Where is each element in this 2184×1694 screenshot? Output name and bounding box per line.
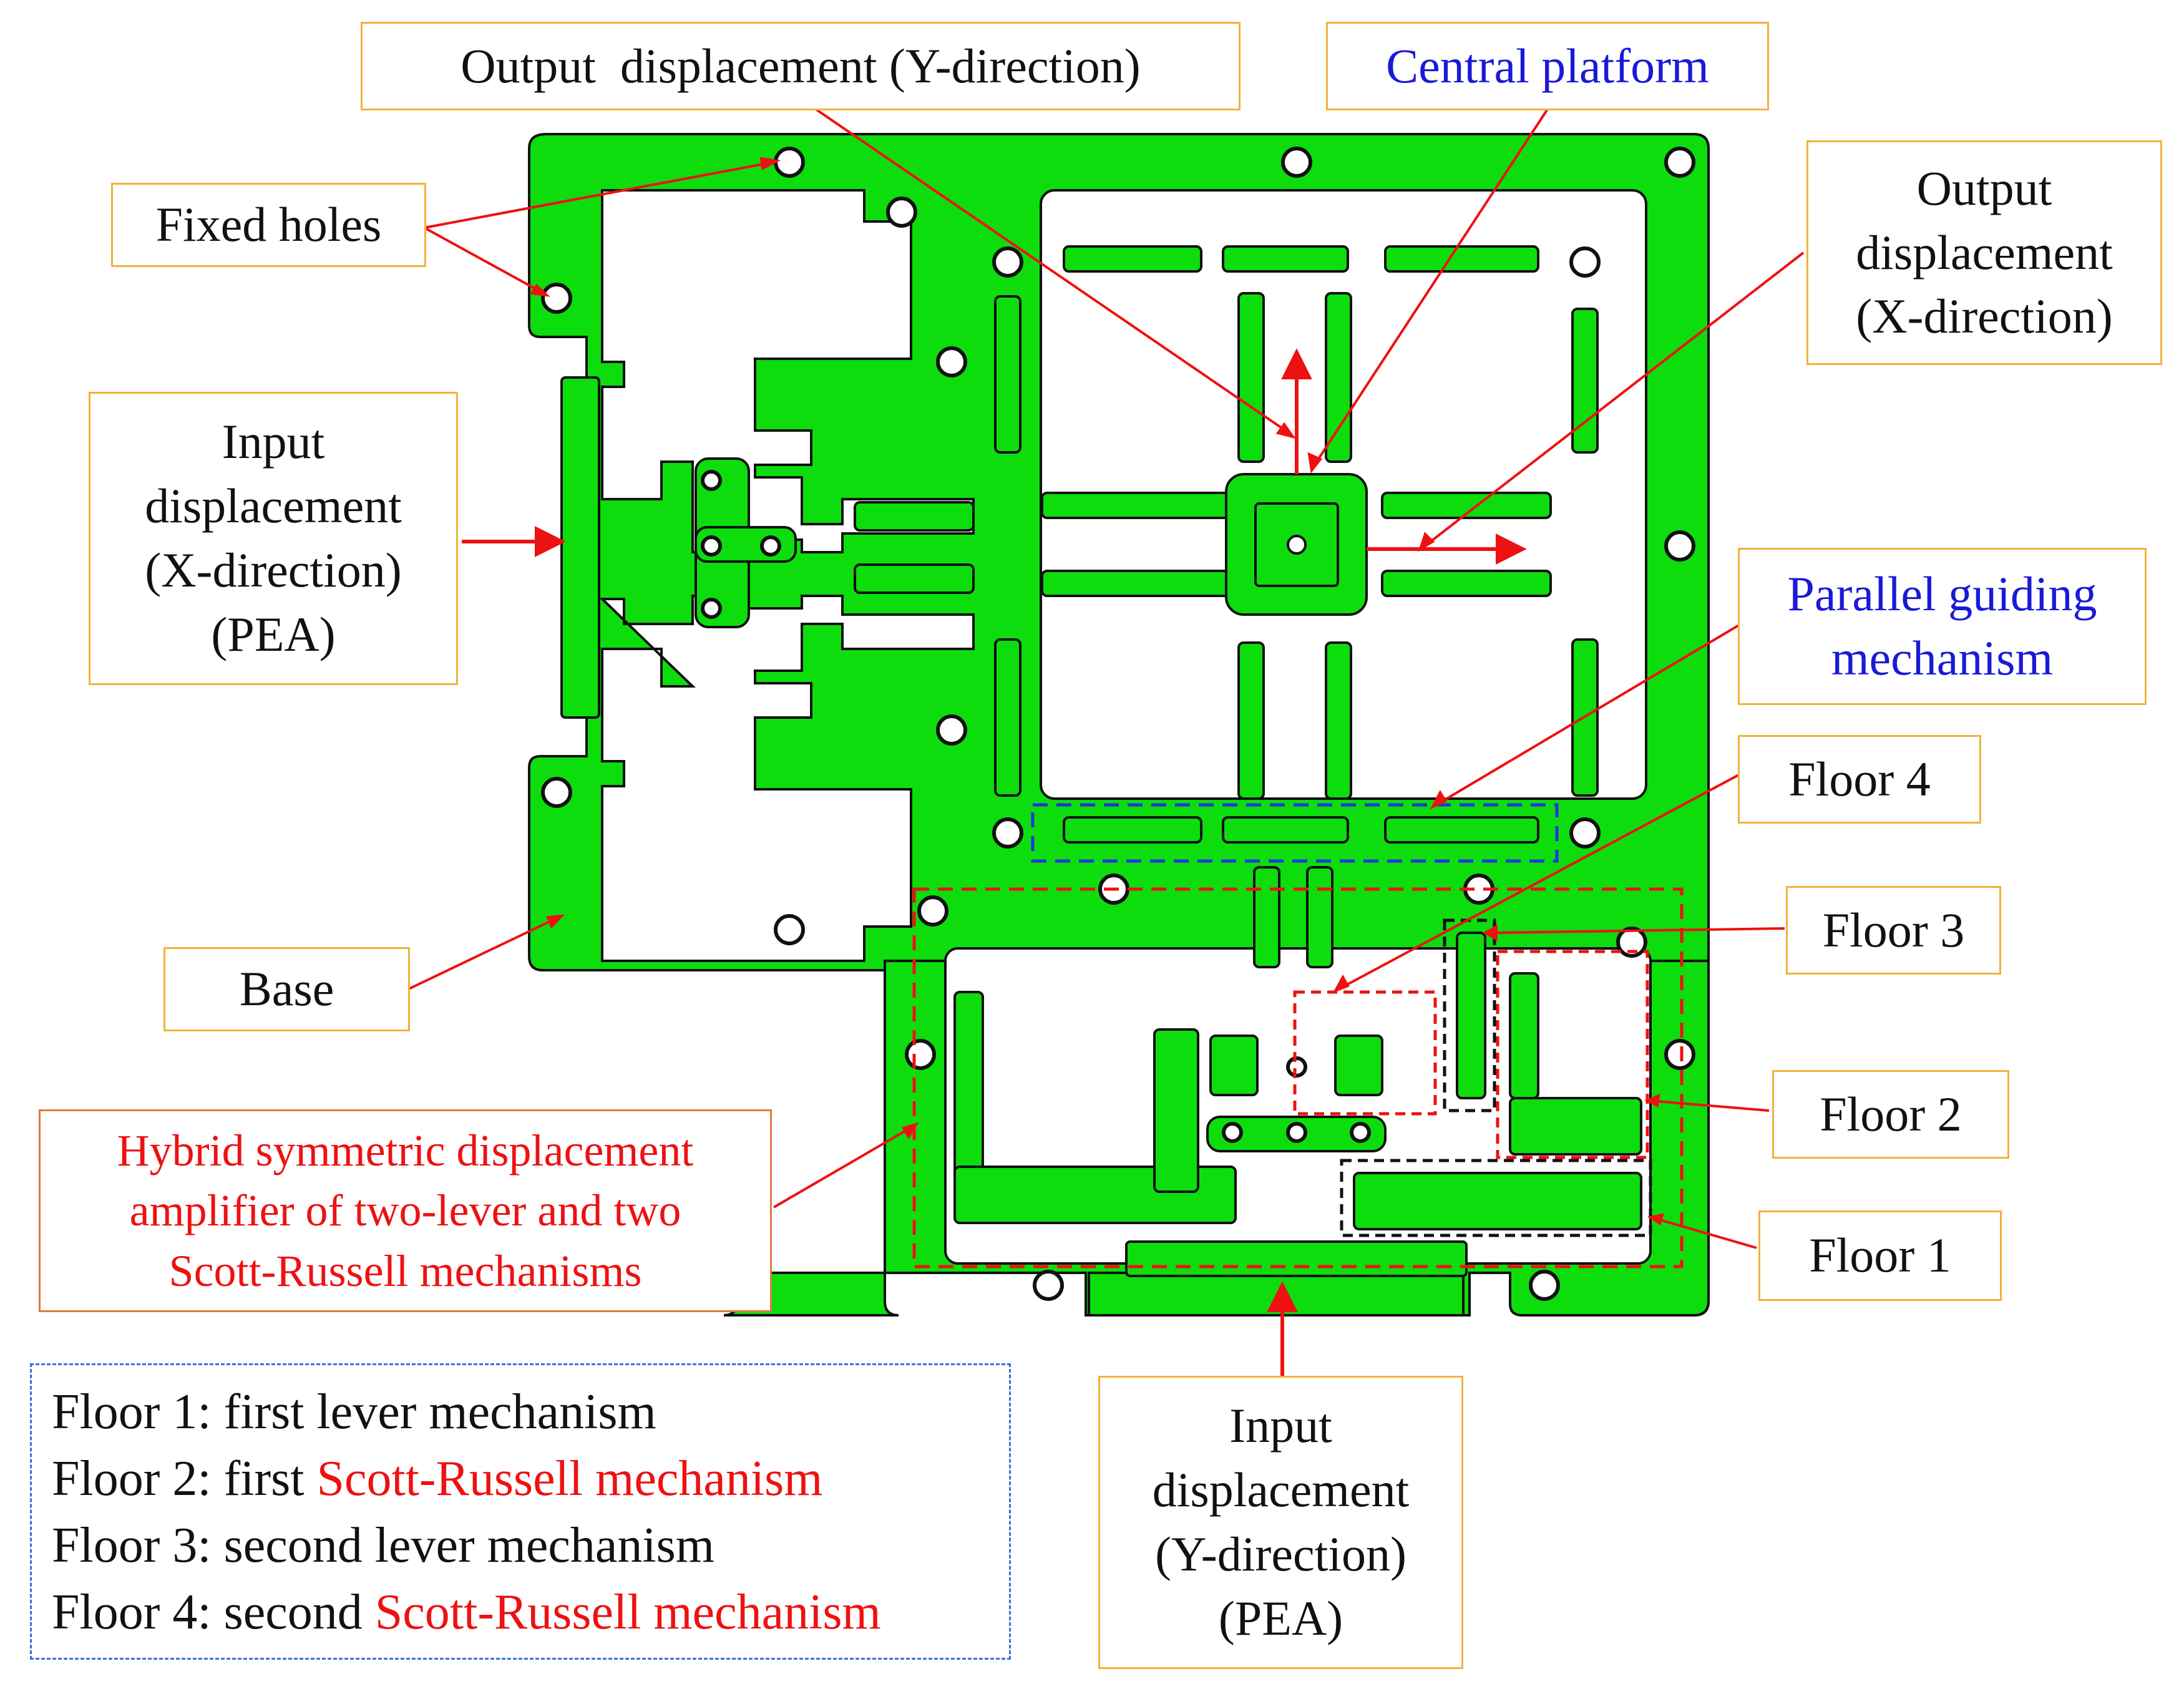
- label-input-y-line3: (Y-direction): [1155, 1527, 1406, 1581]
- label-input-x-line4: (PEA): [211, 606, 336, 661]
- label-parallel-guiding-line2: mechanism: [1831, 631, 2054, 685]
- label-hybrid-line3: Scott-Russell mechanisms: [168, 1245, 642, 1296]
- label-parallel-guiding-line1: Parallel guiding: [1787, 567, 2097, 621]
- label-floor2: Floor 2: [1772, 1070, 2009, 1159]
- label-base: Base: [163, 947, 410, 1031]
- parallel-beams: [854, 245, 1599, 968]
- legend-row-text: Floor 2: first: [52, 1451, 317, 1506]
- label-floor4: Floor 4: [1738, 735, 1981, 824]
- label-parallel-guiding: Parallel guiding mechanism: [1738, 548, 2147, 705]
- label-input-x-line3: (X-direction): [145, 543, 402, 597]
- label-output-y: Output displacement (Y-direction): [361, 22, 1241, 110]
- label-hybrid-line1: Hybrid symmetric displacement: [117, 1125, 694, 1176]
- floor-legend: Floor 1: first lever mechanism Floor 2: …: [30, 1363, 1011, 1660]
- legend-row-highlight: Scott-Russell mechanism: [316, 1451, 823, 1506]
- label-output-x-line3: (X-direction): [1856, 289, 2113, 344]
- legend-row-highlight: Scott-Russell mechanism: [374, 1585, 881, 1640]
- label-input-x-line2: displacement: [145, 479, 402, 533]
- platform-hole: [1287, 535, 1307, 555]
- label-hybrid-amplifier: Hybrid symmetric displacement amplifier …: [39, 1109, 772, 1312]
- legend-row: Floor 3: second lever mechanism: [52, 1512, 1009, 1579]
- label-output-x-line2: displacement: [1856, 225, 2113, 280]
- label-floor2-text: Floor 2: [1820, 1086, 1962, 1141]
- label-floor1: Floor 1: [1758, 1210, 2002, 1301]
- floor1-box: [1340, 1159, 1652, 1237]
- label-output-x-line1: Output: [1916, 160, 2052, 215]
- label-input-x-line1: Input: [222, 414, 325, 469]
- amplifier-box: [912, 887, 1684, 1268]
- floor4-box: [1293, 990, 1437, 1116]
- legend-row: Floor 2: first Scott-Russell mechanism: [52, 1446, 1009, 1512]
- leader-lines: [408, 105, 1805, 1249]
- label-hybrid-line2: amplifier of two-lever and two: [129, 1185, 681, 1236]
- label-central-platform-text: Central platform: [1386, 38, 1709, 93]
- label-input-y-line4: (PEA): [1218, 1590, 1343, 1645]
- label-floor1-text: Floor 1: [1809, 1228, 1951, 1283]
- parallel-guide-box: [1031, 803, 1559, 863]
- legend-row-text: Floor 4: second: [52, 1585, 375, 1640]
- label-floor4-text: Floor 4: [1788, 751, 1931, 806]
- floor2-box: [1496, 950, 1649, 1159]
- label-input-x: Input displacement (X-direction) (PEA): [89, 392, 458, 685]
- label-output-x: Output displacement (X-direction): [1806, 140, 2162, 365]
- label-floor3: Floor 3: [1786, 886, 2001, 975]
- label-input-y-line1: Input: [1229, 1398, 1332, 1453]
- motion-arrows: [462, 348, 1527, 1435]
- amplifier-blocks: [953, 932, 1642, 1277]
- label-central-platform: Central platform: [1326, 22, 1769, 110]
- label-input-y-line2: displacement: [1152, 1463, 1410, 1517]
- label-input-y: Input displacement (Y-direction) (PEA): [1098, 1376, 1463, 1669]
- label-floor3-text: Floor 3: [1822, 902, 1965, 957]
- legend-row-text: Floor 3: second lever mechanism: [52, 1518, 714, 1573]
- legend-row: Floor 4: second Scott-Russell mechanism: [52, 1579, 1009, 1646]
- left-upper-opening: [601, 189, 975, 553]
- platform-inner: [1254, 502, 1339, 587]
- legend-row: Floor 1: first lever mechanism: [52, 1379, 1009, 1446]
- input-x-block: [560, 376, 600, 719]
- label-output-y-text: Output displacement (Y-direction): [461, 38, 1141, 93]
- label-fixed-holes-text: Fixed holes: [155, 197, 382, 252]
- label-fixed-holes: Fixed holes: [111, 183, 426, 267]
- label-base-text: Base: [239, 961, 334, 1016]
- legend-row-text: Floor 1: first lever mechanism: [52, 1385, 656, 1439]
